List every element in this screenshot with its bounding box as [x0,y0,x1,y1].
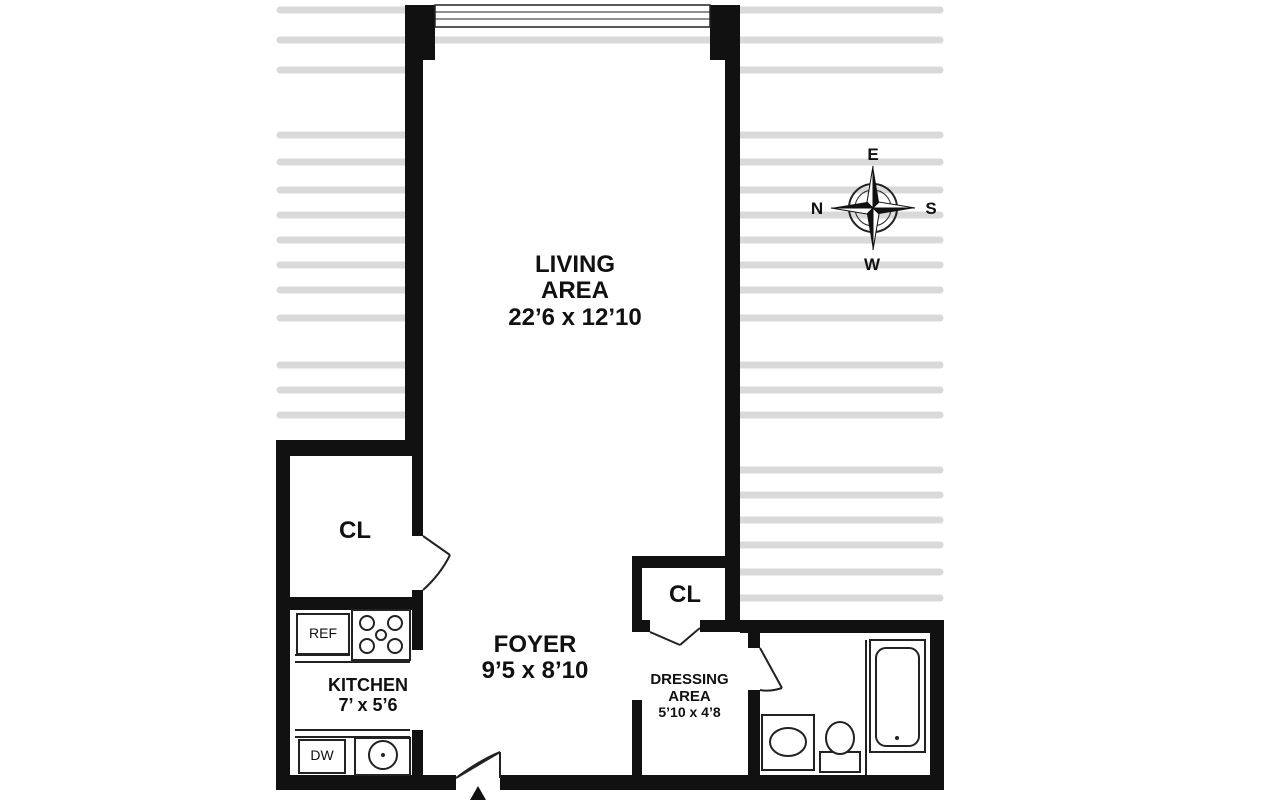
window [434,4,711,28]
foyer-name: FOYER [493,631,577,658]
stove [351,609,411,661]
closet-right-label: CL [669,581,701,608]
entry-door [455,751,501,800]
closet-left-label: CL [339,517,371,544]
dressing-area-name-line2: AREA [668,687,711,705]
dressing-area-label: DRESSING AREA 5’10 x 4’8 [632,671,747,720]
bathroom-vanity [761,714,815,771]
door-closet-right [649,627,701,646]
toilet [819,721,861,773]
compass-west-label: W [863,255,881,274]
living-area-name-line1: LIVING [534,251,615,278]
kitchen-dimensions: 7’ x 5’6 [338,694,398,715]
kitchen-label: KITCHEN 7’ x 5’6 [303,675,433,716]
kitchen-sink [354,737,411,776]
bathtub [869,639,926,753]
compass-north-label: N [810,199,824,218]
walls [276,5,944,790]
foyer-label: FOYER 9’5 x 8’10 [460,631,610,685]
kitchen-name: KITCHEN [328,675,408,695]
compass-rose [830,165,916,251]
compass-east-label: E [867,145,879,164]
door-closet-left [422,535,451,591]
dishwasher-label: DW [310,747,334,763]
compass-south-label: S [925,199,937,218]
dishwasher [298,739,346,774]
refrigerator-label: REF [309,625,337,641]
foyer-dimensions: 9’5 x 8’10 [481,657,589,685]
dressing-area-dimensions: 5’10 x 4’8 [658,704,721,720]
refrigerator [296,613,350,655]
door-dressing [759,647,783,692]
dressing-area-name-line1: DRESSING [650,671,729,688]
living-area-name-line2: AREA [540,277,609,305]
living-area-label: LIVING AREA 22’6 x 12’10 [500,251,650,331]
living-area-dimensions: 22’6 x 12’10 [508,303,642,331]
